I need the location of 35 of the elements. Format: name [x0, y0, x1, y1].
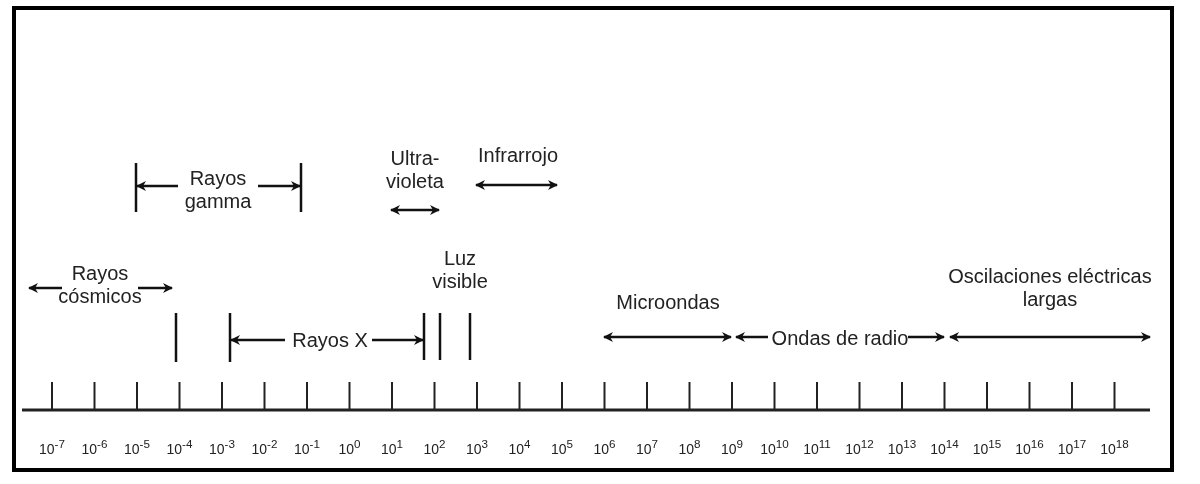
band-label: Infrarrojo — [477, 143, 559, 167]
tick-label: 10$^{4}$ — [507, 437, 532, 457]
tick-label: 10$^{8}$ — [677, 437, 702, 457]
tick-label: 10$^{3}$ — [464, 437, 490, 457]
band-label: Rayos cósmicos — [57, 262, 143, 308]
tick-label: 10$^{16}$ — [1014, 437, 1045, 457]
tick-label: 10$^{14}$ — [929, 437, 960, 457]
tick-label: 10$^{13}$ — [886, 437, 918, 457]
tick-label: 10$^{-4}$ — [165, 437, 194, 457]
tick-label: 10$^{-7}$ — [38, 437, 66, 457]
tick-label: 10$^{0}$ — [337, 437, 362, 457]
tick-label: 10$^{12}$ — [844, 437, 875, 457]
tick-label: 10$^{2}$ — [422, 437, 447, 457]
band-label: Rayos gamma — [183, 167, 253, 213]
band-label: Ultra- violeta — [385, 147, 445, 193]
band-label: Ondas de radio — [770, 326, 910, 350]
tick-label: 10$^{5}$ — [549, 437, 575, 457]
band-label: Microondas — [615, 290, 721, 314]
tick-label: 10$^{7}$ — [634, 437, 660, 457]
tick-label: 10$^{1}$ — [379, 437, 405, 457]
tick-label: 10$^{18}$ — [1099, 437, 1130, 457]
tick-label: 10$^{10}$ — [759, 437, 790, 457]
band-label: Oscilaciones eléctricas largas — [947, 265, 1153, 311]
tick-label: 10$^{6}$ — [592, 437, 617, 457]
tick-label: 10$^{-5}$ — [123, 437, 151, 457]
band-label: Rayos X — [291, 328, 369, 352]
tick-label: 10$^{11}$ — [802, 437, 832, 457]
tick-label: 10$^{15}$ — [971, 437, 1003, 457]
tick-label: 10$^{-2}$ — [250, 437, 279, 457]
tick-label: 10$^{9}$ — [719, 437, 745, 457]
tick-label: 10$^{-6}$ — [80, 437, 109, 457]
tick-label: 10$^{17}$ — [1056, 437, 1088, 457]
tick-label: 10$^{-1}$ — [293, 437, 321, 457]
band-label: Luz visible — [431, 247, 489, 293]
tick-label: 10$^{-3}$ — [208, 437, 236, 457]
